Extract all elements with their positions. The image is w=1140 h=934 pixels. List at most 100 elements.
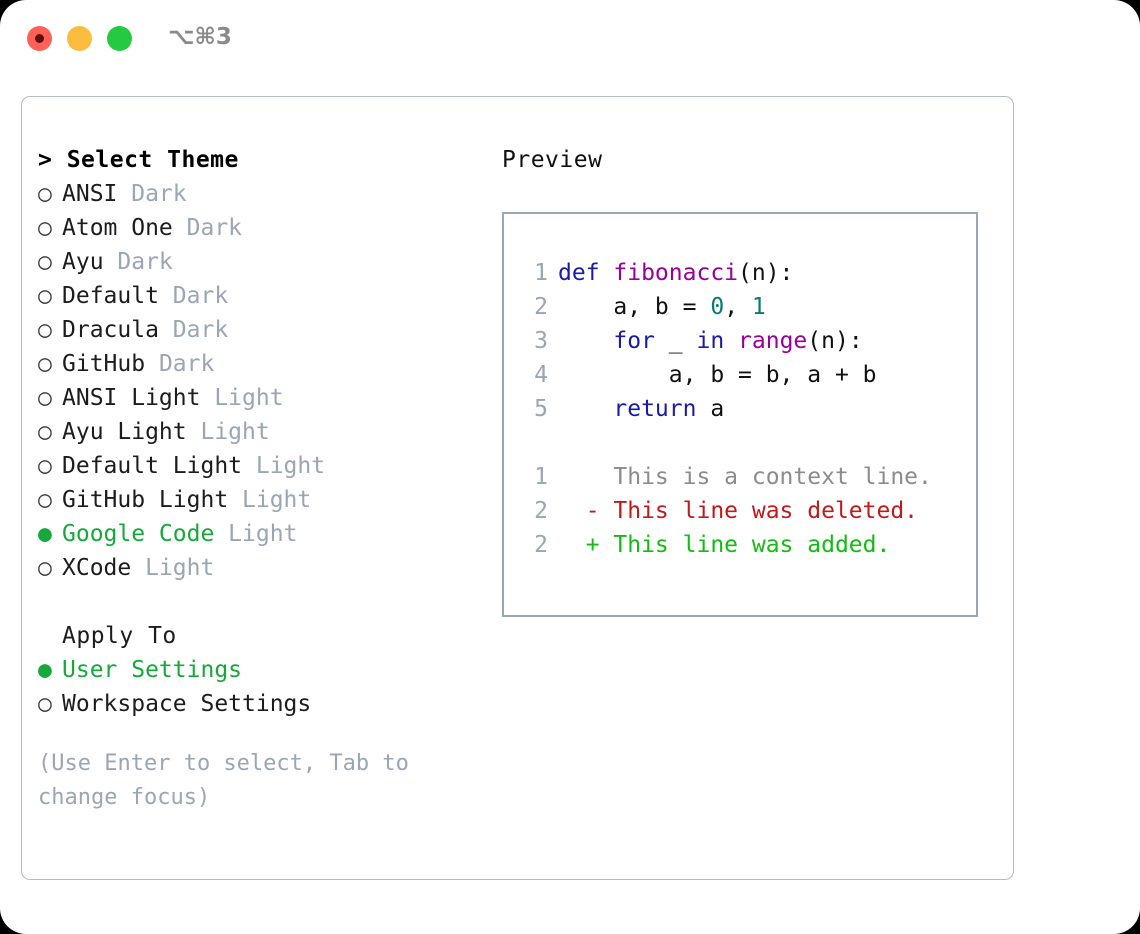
diff-line-text: + This line was added. (558, 532, 891, 558)
code-token: for (613, 328, 655, 354)
radio-unselected-icon: ○ (38, 283, 52, 309)
theme-variant-tag: Dark (172, 215, 243, 241)
theme-list-item[interactable]: ○Default Light Light (38, 449, 478, 483)
radio-unselected-icon: ○ (38, 691, 52, 717)
radio-selected-icon: ● (38, 657, 52, 683)
radio-unselected-icon: ○ (38, 215, 52, 241)
diff-line-text: This is a context line. (558, 464, 932, 490)
preview-header: Preview (502, 147, 603, 173)
radio-unselected-icon: ○ (38, 181, 52, 207)
code-line: 3 for _ in range(n): (522, 324, 970, 358)
code-line-text: a, b = 0, 1 (558, 294, 766, 320)
code-token: range (738, 328, 808, 354)
code-token (558, 396, 613, 422)
list-spacer (38, 585, 478, 619)
theme-name: Default Light (62, 453, 243, 479)
diff-line: 1 This is a context line. (522, 460, 970, 494)
apply-to-option-label: Workspace Settings (62, 691, 312, 717)
code-line: 2 a, b = 0, 1 (522, 290, 970, 324)
theme-name: Atom One (62, 215, 173, 241)
theme-list-item[interactable]: ○ANSI Light Light (38, 381, 478, 415)
code-line: 4 a, b = b, a + b (522, 358, 970, 392)
code-token: , (724, 294, 752, 320)
radio-unselected-icon: ○ (38, 351, 52, 377)
shortcut-label: ⌥⌘3 (168, 24, 232, 50)
code-diff-separator (522, 426, 970, 460)
theme-variant-tag: Light (242, 453, 326, 479)
line-number: 2 (534, 294, 548, 320)
theme-selector-panel: > Select Theme ○ANSI Dark○Atom One Dark○… (21, 96, 1014, 880)
code-token (558, 328, 613, 354)
diff-marker: + (558, 532, 600, 558)
code-token: in (696, 328, 725, 354)
title-bar: ⌥⌘3 (0, 0, 1140, 78)
theme-variant-tag: Light (200, 385, 284, 411)
code-line-text: return a (558, 396, 724, 422)
radio-unselected-icon: ○ (38, 249, 52, 275)
theme-variant-tag: Light (228, 487, 312, 513)
minimize-button[interactable] (67, 26, 92, 51)
code-token: a, b = (558, 294, 711, 320)
apply-to-option-label: User Settings (62, 657, 243, 683)
code-token: a, b = b, a + b (558, 362, 877, 388)
diff-marker: - (558, 498, 600, 524)
theme-variant-tag: Light (214, 521, 298, 547)
theme-variant-tag: Dark (158, 317, 229, 343)
line-number: 1 (534, 260, 548, 286)
theme-list-item[interactable]: ○ Dracula Dark (38, 313, 478, 347)
theme-list-item[interactable]: ○ Atom One Dark (38, 211, 478, 245)
diff-text: This is a context line. (599, 464, 932, 490)
code-line: 1 def fibonacci(n): (522, 256, 970, 290)
diff-text: This line was added. (599, 532, 891, 558)
theme-list-item[interactable]: ○ANSI Dark (38, 177, 478, 211)
code-token: 0 (710, 294, 725, 320)
code-token: def (558, 260, 614, 286)
apply-to-option[interactable]: ● User Settings (38, 653, 478, 687)
code-token: a (696, 396, 725, 422)
diff-text: This line was deleted. (599, 498, 919, 524)
theme-name: Dracula (62, 317, 159, 343)
line-number: 5 (534, 396, 548, 422)
theme-variant-tag: Dark (158, 283, 229, 309)
theme-list-item[interactable]: ○GitHub Light Light (38, 483, 478, 517)
theme-list-column: > Select Theme ○ANSI Dark○Atom One Dark○… (38, 143, 478, 815)
theme-list-item[interactable]: ●Google Code Light (38, 517, 478, 551)
diff-line: 2 - This line was deleted. (522, 494, 970, 528)
radio-selected-icon: ● (38, 521, 52, 547)
diff-marker (558, 464, 600, 490)
line-number: 2 (534, 532, 548, 558)
theme-list-item[interactable]: ○GitHub Dark (38, 347, 478, 381)
diff-line-text: - This line was deleted. (558, 498, 918, 524)
theme-list-item[interactable]: ○Default Dark (38, 279, 478, 313)
theme-list-item[interactable]: ○Ayu Light Light (38, 415, 478, 449)
radio-unselected-icon: ○ (38, 317, 52, 343)
radio-unselected-icon: ○ (38, 487, 52, 513)
code-token (724, 328, 738, 354)
code-line-text: def fibonacci(n): (558, 260, 793, 286)
line-number: 4 (534, 362, 548, 388)
theme-variant-tag: Dark (145, 351, 215, 377)
code-token: (n): (738, 260, 794, 286)
theme-variant-tag: Dark (117, 181, 187, 207)
theme-variant-tag: Dark (103, 249, 173, 275)
radio-unselected-icon: ○ (38, 555, 52, 581)
apply-to-list: ● User Settings ○ Workspace Settings (38, 653, 478, 721)
line-number: 2 (534, 498, 548, 524)
recording-indicator-icon (35, 34, 44, 43)
code-token: _ (654, 328, 697, 354)
apply-to-option[interactable]: ○ Workspace Settings (38, 687, 478, 721)
theme-name: ANSI Light (62, 385, 201, 411)
diff-line: 2 + This line was added. (522, 528, 970, 562)
code-token: 1 (751, 294, 766, 320)
code-line: 5 return a (522, 392, 970, 426)
apply-to-header: Apply To (62, 623, 177, 649)
maximize-button[interactable] (107, 26, 132, 51)
select-theme-header: > Select Theme (38, 147, 239, 173)
theme-list-item[interactable]: ○XCode Light (38, 551, 478, 585)
theme-name: XCode (62, 555, 132, 581)
theme-list: ○ANSI Dark○Atom One Dark○Ayu Dark○Defaul… (38, 177, 478, 585)
theme-list-item[interactable]: ○Ayu Dark (38, 245, 478, 279)
